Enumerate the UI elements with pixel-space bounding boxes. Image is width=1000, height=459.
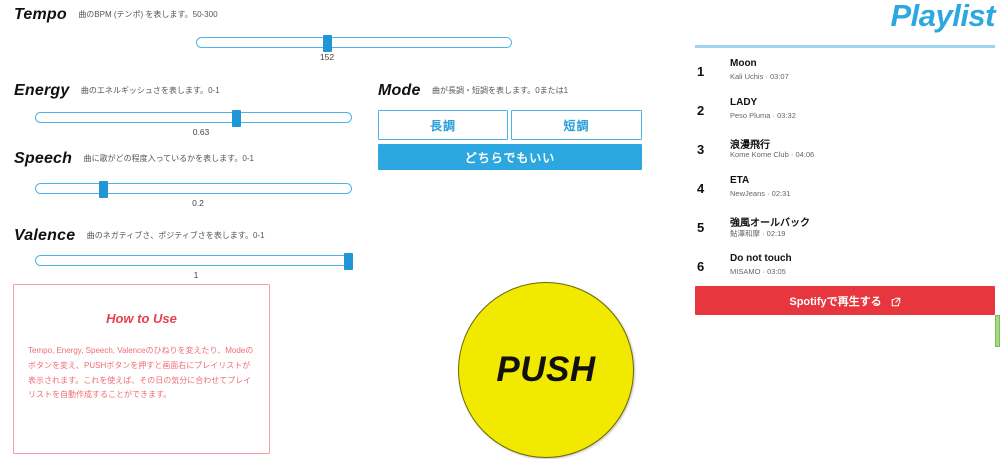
list-item[interactable]: 5 強風オールバック 鮎澤和摩 · 02:19 bbox=[695, 211, 995, 250]
param-label-mode: Mode bbox=[378, 82, 421, 99]
track-title: ETA bbox=[730, 175, 750, 186]
list-item[interactable]: 3 浪漫飛行 Kome Kome Club · 04:06 bbox=[695, 133, 995, 172]
slider-energy[interactable]: 0.63 bbox=[35, 110, 352, 137]
how-to-use-panel: How to Use Tempo, Energy, Speech, Valenc… bbox=[13, 284, 270, 454]
param-header-valence: Valence 曲のネガティブさ、ポジティブさを表します。0-1 bbox=[14, 227, 265, 245]
playlist-divider bbox=[695, 45, 995, 48]
param-header-energy: Energy 曲のエネルギッシュさを表します。0-1 bbox=[14, 82, 220, 100]
list-item[interactable]: 4 ETA NewJeans · 02:31 bbox=[695, 172, 995, 211]
playlist-pane: Playlist 1 Moon Kali Uchis · 03:07 2 LAD… bbox=[685, 0, 1000, 459]
param-desc-speech: 曲に歌がどの程度入っているかを表します。0-1 bbox=[83, 154, 254, 163]
track-meta: MISAMO · 03:05 bbox=[730, 267, 786, 276]
spotify-widget-edge bbox=[995, 315, 1000, 347]
track-meta: Kome Kome Club · 04:06 bbox=[730, 150, 815, 159]
param-header-tempo: Tempo 曲のBPM (テンポ) を表します。50-300 bbox=[14, 6, 218, 24]
track-title: Do not touch bbox=[730, 253, 792, 264]
list-item[interactable]: 1 Moon Kali Uchis · 03:07 bbox=[695, 55, 995, 94]
slider-track-energy[interactable] bbox=[35, 110, 352, 127]
param-desc-mode: 曲が長調・短調を表します。0または1 bbox=[432, 86, 569, 95]
mode-button-either[interactable]: どちらでもいい bbox=[378, 144, 642, 170]
mode-button-major[interactable]: 長調 bbox=[378, 110, 508, 140]
slider-speech[interactable]: 0.2 bbox=[35, 181, 352, 208]
slider-value-speech: 0.2 bbox=[192, 198, 204, 208]
slider-track-valence[interactable] bbox=[35, 253, 353, 270]
track-title: 浪漫飛行 bbox=[730, 140, 770, 151]
slider-value-energy: 0.63 bbox=[192, 127, 210, 137]
track-meta: Kali Uchis · 03:07 bbox=[730, 72, 789, 81]
param-header-speech: Speech 曲に歌がどの程度入っているかを表します。0-1 bbox=[14, 150, 254, 168]
track-meta: NewJeans · 02:31 bbox=[730, 189, 791, 198]
param-desc-tempo: 曲のBPM (テンポ) を表します。50-300 bbox=[78, 10, 218, 19]
slider-track-speech[interactable] bbox=[35, 181, 352, 198]
spotify-play-label: Spotifyで再生する bbox=[789, 295, 882, 308]
mode-button-minor[interactable]: 短調 bbox=[511, 110, 642, 140]
spotify-play-button[interactable]: Spotifyで再生する bbox=[695, 286, 995, 315]
param-header-mode: Mode 曲が長調・短調を表します。0または1 bbox=[378, 82, 568, 100]
slider-valence[interactable]: 1 bbox=[35, 253, 353, 280]
push-button-label: PUSH bbox=[496, 350, 596, 389]
param-label-tempo: Tempo bbox=[14, 6, 67, 23]
controls-pane: Tempo 曲のBPM (テンポ) を表します。50-300 152 Energ… bbox=[13, 6, 642, 458]
external-link-icon bbox=[891, 297, 901, 307]
list-item[interactable]: 6 Do not touch MISAMO · 03:05 bbox=[695, 250, 995, 289]
slider-value-valence: 1 bbox=[193, 270, 199, 280]
slider-thumb-valence[interactable] bbox=[344, 253, 353, 270]
slider-thumb-speech[interactable] bbox=[99, 181, 108, 198]
playlist-list: 1 Moon Kali Uchis · 03:07 2 LADY Peso Pl… bbox=[695, 55, 995, 289]
track-title: Moon bbox=[730, 58, 757, 69]
slider-thumb-energy[interactable] bbox=[232, 110, 241, 127]
track-number: 4 bbox=[697, 181, 705, 196]
track-number: 5 bbox=[697, 220, 705, 235]
track-title: LADY bbox=[730, 97, 758, 108]
slider-tempo[interactable]: 152 bbox=[196, 35, 512, 62]
param-desc-energy: 曲のエネルギッシュさを表します。0-1 bbox=[80, 86, 220, 95]
track-title: 強風オールバック bbox=[730, 218, 810, 229]
how-to-use-title: How to Use bbox=[106, 311, 177, 326]
slider-value-tempo: 152 bbox=[319, 52, 335, 62]
slider-thumb-tempo[interactable] bbox=[323, 35, 332, 52]
track-number: 6 bbox=[697, 259, 705, 274]
param-label-energy: Energy bbox=[14, 82, 70, 99]
track-number: 2 bbox=[697, 103, 705, 118]
track-meta: 鮎澤和摩 · 02:19 bbox=[730, 229, 786, 238]
push-button[interactable]: PUSH bbox=[458, 282, 634, 458]
param-desc-valence: 曲のネガティブさ、ポジティブさを表します。0-1 bbox=[86, 231, 265, 240]
playlist-title: Playlist bbox=[890, 0, 995, 33]
track-meta: Peso Pluma · 03:32 bbox=[730, 111, 796, 120]
list-item[interactable]: 2 LADY Peso Pluma · 03:32 bbox=[695, 94, 995, 133]
how-to-use-body: Tempo, Energy, Speech, Valenceのひねりを変えたり、… bbox=[28, 346, 254, 400]
param-label-speech: Speech bbox=[14, 150, 73, 167]
track-number: 1 bbox=[697, 64, 705, 79]
param-label-valence: Valence bbox=[14, 227, 76, 244]
track-number: 3 bbox=[697, 142, 705, 157]
slider-track-tempo[interactable] bbox=[196, 35, 512, 52]
